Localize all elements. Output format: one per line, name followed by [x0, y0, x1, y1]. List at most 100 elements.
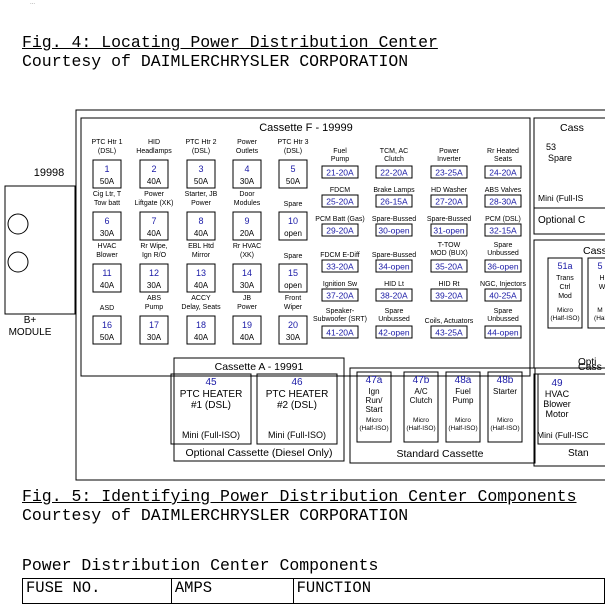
fuse-box — [278, 315, 308, 345]
fuse-box — [278, 159, 308, 189]
minifuse-box — [375, 194, 413, 208]
fuse-label: Delay, Seats — [181, 304, 221, 311]
fuse-number: 1 — [104, 164, 109, 174]
fuse-number: 8 — [198, 216, 203, 226]
minifuse-code: 35-20A — [435, 262, 463, 272]
fuse-label: Spare — [284, 201, 303, 208]
fuse-label: JB — [243, 295, 252, 302]
fuse-number: 14 — [242, 268, 252, 278]
right-bot-title: Cass — [578, 361, 602, 373]
minifuse-box — [321, 194, 359, 208]
module-caption: MODULE — [9, 327, 52, 338]
standard-cassette-panel — [349, 367, 536, 464]
fuse-box — [92, 263, 122, 293]
right-mid-caption: Opti — [578, 357, 596, 368]
fuse-box — [232, 159, 262, 189]
right-mid-relay-box — [547, 257, 583, 329]
fuse-label: Pump — [145, 304, 163, 311]
right-bot-name: HVAC — [545, 389, 570, 399]
standard-cassette-caption: Standard Cassette — [397, 448, 484, 460]
micro-relay-name: Clutch — [410, 396, 433, 405]
mini-relay-number: 46 — [291, 377, 303, 388]
minifuse-box — [321, 288, 359, 302]
cassette-f-title: Cassette F - 19999 — [259, 122, 353, 134]
fuse-label: Outlets — [236, 148, 259, 155]
micro-relay-type: Micro — [366, 417, 382, 424]
minifuse-code: 30-open — [378, 226, 409, 236]
right-bot-name: Motor — [545, 409, 568, 419]
right-mid-partial-number: 5 — [597, 261, 602, 271]
cassette-a-panel — [173, 357, 345, 462]
components-table: FUSE NO. AMPS FUNCTION — [22, 578, 605, 604]
right-mid-relay-number: 51a — [557, 261, 572, 271]
header-function: FUNCTION — [292, 578, 605, 604]
minifuse-label: MOD (BUX) — [430, 250, 467, 257]
right-mid-relay-name: Ctrl — [560, 284, 571, 291]
minifuse-label: FDCM — [330, 187, 350, 194]
micro-relay-type: (Half-ISO) — [406, 425, 435, 432]
fuse-label: Headlamps — [136, 148, 172, 155]
fuse-box — [139, 315, 169, 345]
minifuse-box — [484, 288, 522, 302]
minifuse-box — [484, 165, 522, 179]
minifuse-label: Unbussed — [378, 316, 410, 323]
right-top-cassette — [533, 117, 605, 235]
fuse-amp: open — [284, 281, 302, 290]
minifuse-box — [321, 259, 359, 273]
fuse-label: PTC Htr 1 — [91, 139, 122, 146]
micro-relay-name: Starter — [493, 387, 517, 396]
minifuse-label: HD Washer — [431, 187, 468, 194]
minifuse-code: 26-15A — [380, 197, 408, 207]
table-header-row: FUSE NO. AMPS FUNCTION — [22, 578, 605, 604]
minifuse-label: ABS Valves — [485, 187, 522, 194]
figure-4-title: Fig. 4: Locating Power Distribution Cent… — [22, 33, 438, 52]
fuse-label: EBL Htd — [188, 243, 214, 250]
fuse-number: 6 — [104, 216, 109, 226]
minifuse-box — [321, 325, 359, 339]
fuse-number: 11 — [102, 268, 111, 278]
fuse-label: HVAC — [98, 243, 117, 250]
minifuse-code: 41-20A — [326, 328, 354, 338]
micro-relay-type: (Half-ISO) — [359, 425, 388, 432]
fuse-amp: 40A — [240, 333, 255, 342]
fuse-label: (DSL) — [98, 148, 116, 155]
fuse-label: PTC Htr 3 — [277, 139, 308, 146]
fuse-box — [186, 263, 216, 293]
micro-relay-type: Micro — [455, 417, 471, 424]
fuse-box — [139, 263, 169, 293]
fuse-box — [232, 263, 262, 293]
minifuse-label: Ignition Sw — [323, 281, 358, 288]
fuse-amp: 40A — [147, 229, 162, 238]
minifuse-code: 27-20A — [435, 197, 463, 207]
mini-relay-name: PTC HEATER — [180, 389, 243, 400]
minifuse-box — [430, 259, 468, 273]
minifuse-box — [484, 223, 522, 237]
minifuse-label: Clutch — [384, 156, 404, 163]
fuse-label: Mirror — [192, 252, 211, 259]
fuse-box — [186, 211, 216, 241]
minifuse-code: 40-25A — [489, 291, 517, 301]
cassette-a-title: Cassette A - 19991 — [215, 361, 304, 373]
micro-relay-name: Fuel — [455, 387, 471, 396]
minifuse-code: 43-25A — [435, 328, 463, 338]
minifuse-label: Spare-Bussed — [372, 216, 416, 223]
minifuse-box — [484, 325, 522, 339]
right-bot-number: 49 — [551, 378, 563, 389]
minifuse-box — [484, 194, 522, 208]
mini-relay-box — [170, 373, 252, 445]
fuse-number: 19 — [242, 320, 252, 330]
fuse-label: Modules — [234, 200, 261, 207]
module-caption: B+ — [24, 315, 37, 326]
minifuse-code: 31-open — [433, 226, 464, 236]
micro-relay-type: (Half-ISO) — [490, 425, 519, 432]
fuse-box — [139, 159, 169, 189]
minifuse-label: Unbussed — [487, 316, 519, 323]
mini-relay-number: 45 — [205, 377, 217, 388]
figure-4-caption: Fig. 4: Locating Power Distribution Cent… — [22, 33, 438, 71]
right-top-name: Spare — [548, 153, 572, 163]
minifuse-label: Spare — [385, 308, 404, 315]
minifuse-code: 21-20A — [326, 168, 354, 178]
micro-relay-name: Start — [366, 405, 384, 414]
cassette-f-panel — [80, 117, 531, 377]
right-mid-partial-type: M — [597, 307, 602, 314]
